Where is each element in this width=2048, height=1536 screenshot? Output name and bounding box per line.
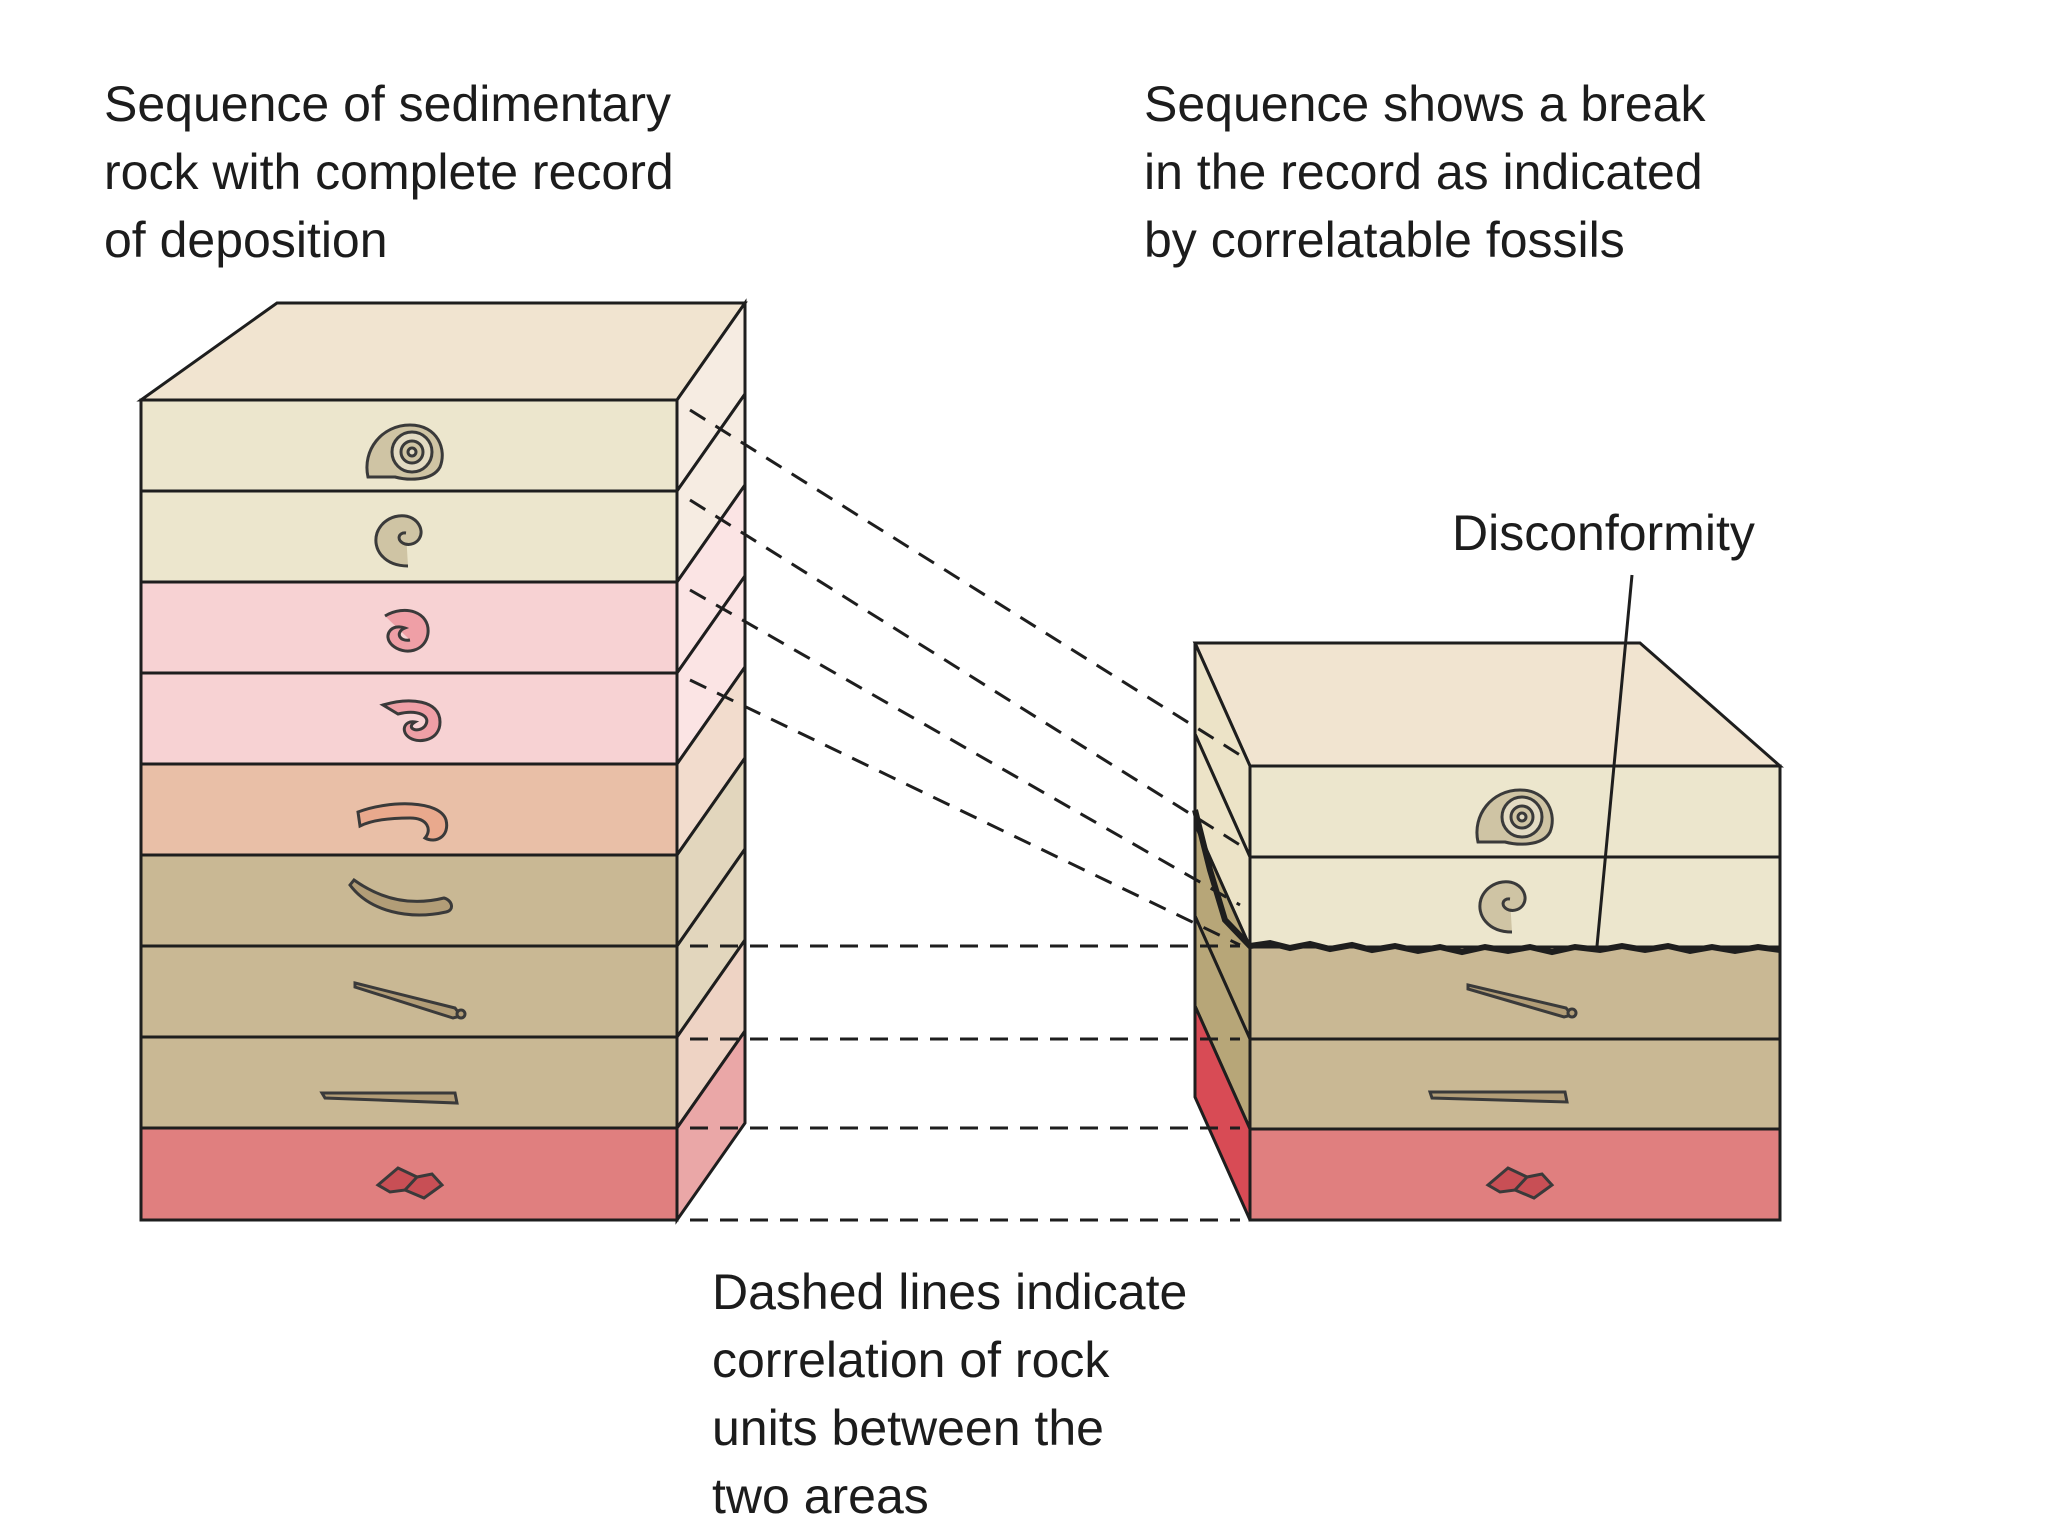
right-caption-line-3: by correlatable fossils: [1144, 212, 1625, 268]
correlation-line-3: [689, 588, 1241, 907]
right-caption-line-1: Sequence shows a break: [1144, 76, 1706, 132]
small-coiled-fossil: [374, 514, 423, 568]
right-caption: Sequence shows a break in the record as …: [1144, 70, 1705, 274]
loose-coil-fossil: [384, 608, 430, 653]
right-column-top-face: [1192, 641, 1784, 768]
disconformity-leader-line: [1595, 574, 1634, 947]
bottom-caption-line-4: two areas: [712, 1468, 929, 1524]
left-layer-6: [139, 853, 679, 948]
right-layer-4: [1248, 1037, 1782, 1131]
coiled-ammonite-fossil: [1475, 788, 1554, 846]
left-caption: Sequence of sedimentary rock with comple…: [104, 70, 674, 274]
straight-cone-fossil: [1466, 983, 1578, 1019]
bottom-caption-line-2: correlation of rock: [712, 1332, 1110, 1388]
right-layer-3: [1248, 945, 1782, 1041]
bottom-caption-line-1: Dashed lines indicate: [712, 1264, 1188, 1320]
curved-shell-fossil: [348, 877, 453, 917]
right-rock-column: [1192, 641, 1784, 1222]
left-rock-column: [136, 298, 748, 1225]
right-fossils: [1427, 788, 1578, 1200]
left-column-top-face: [136, 301, 748, 402]
right-caption-line-2: in the record as indicated: [1144, 144, 1703, 200]
disconformity-label: Disconformity: [1452, 505, 1755, 561]
straight-cone-fossil: [353, 981, 467, 1020]
bottom-caption: Dashed lines indicate correlation of roc…: [712, 1258, 1187, 1530]
correlation-line-2: [689, 498, 1241, 847]
hook-shell-fossil: [356, 802, 449, 842]
coiled-ammonite-fossil: [365, 423, 444, 481]
hook-coil-fossil: [379, 699, 442, 743]
small-coiled-fossil: [1478, 880, 1527, 934]
left-caption-line-2: rock with complete record: [104, 144, 674, 200]
disconformity-surface: [1192, 809, 1781, 956]
bottom-caption-line-3: units between the: [712, 1400, 1104, 1456]
left-caption-line-3: of deposition: [104, 212, 388, 268]
shell-fragment-fossil: [375, 1166, 445, 1200]
correlation-line-1: [689, 408, 1241, 757]
left-layer-4: [139, 671, 679, 766]
straight-rod-fossil: [319, 1091, 459, 1105]
straight-rod-fossil: [1427, 1090, 1569, 1104]
correlation-lines: [689, 408, 1241, 1222]
correlation-line-4: [689, 678, 1241, 947]
left-caption-line-1: Sequence of sedimentary: [104, 76, 672, 132]
left-fossils: [319, 423, 467, 1200]
left-side-band-9: [675, 1026, 747, 1225]
left-layer-8: [139, 1035, 679, 1130]
left-layer-7: [139, 944, 679, 1039]
shell-fragment-fossil: [1485, 1166, 1555, 1200]
